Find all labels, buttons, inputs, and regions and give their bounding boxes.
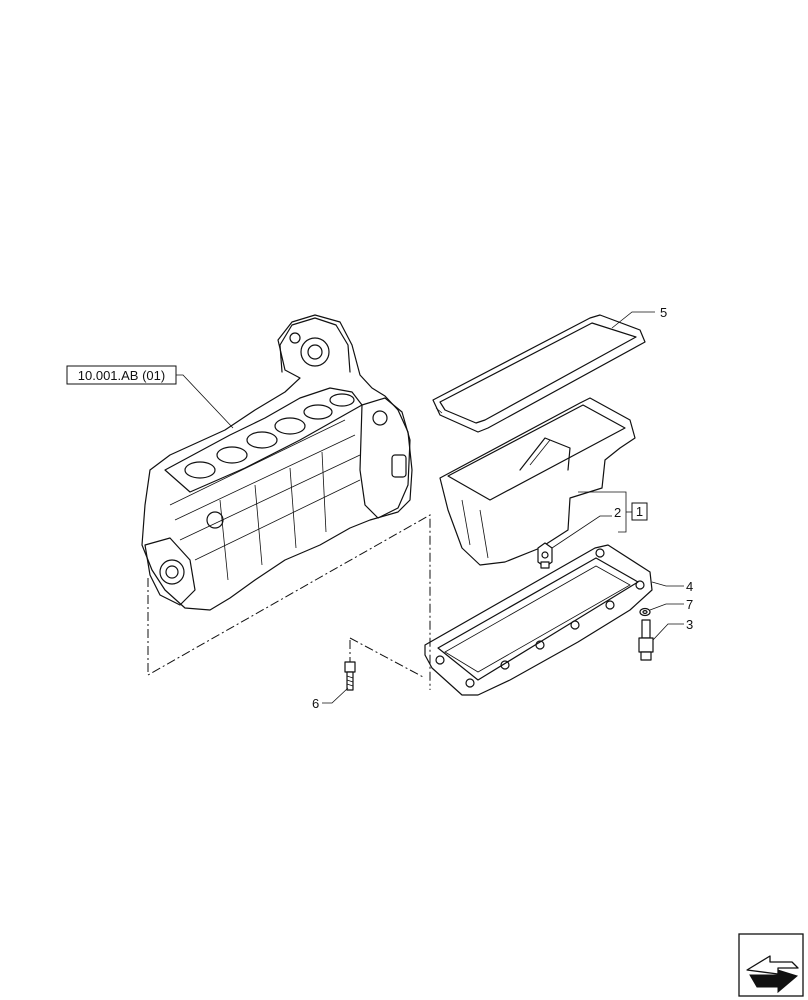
- callout-number-2: 2: [614, 505, 621, 520]
- callout-1: 1: [578, 491, 648, 533]
- gasket: [432, 314, 646, 433]
- callout-6: 6: [312, 687, 349, 711]
- seal-ring: [639, 607, 651, 617]
- callout-2: 2: [551, 505, 621, 549]
- callout-number-3: 3: [686, 617, 693, 632]
- callout-5: 5: [611, 305, 667, 329]
- callout-number-7: 7: [686, 597, 693, 612]
- callout-number-1: 1: [636, 504, 643, 519]
- next-page-arrow-icon[interactable]: [738, 933, 804, 997]
- fitting: [537, 542, 553, 569]
- callout-3: 3: [652, 617, 693, 641]
- oil-pan-frame: [424, 544, 653, 696]
- callout-number-6: 6: [312, 696, 319, 711]
- reference-label: 10.001.AB (01): [78, 368, 165, 383]
- bolt: [344, 661, 356, 691]
- callout-number-4: 4: [686, 579, 693, 594]
- callout-7: 7: [649, 597, 693, 612]
- callout-4: 4: [651, 579, 693, 594]
- drain-plug: [638, 619, 654, 661]
- assembly-lines: [147, 514, 431, 690]
- callout-number-5: 5: [660, 305, 667, 320]
- engine-block: [141, 314, 413, 611]
- oil-pan: [439, 397, 636, 566]
- reference-callout[interactable]: 10.001.AB (01): [66, 365, 234, 429]
